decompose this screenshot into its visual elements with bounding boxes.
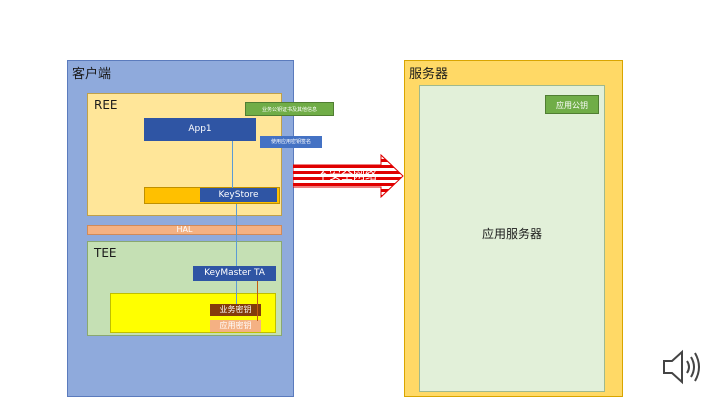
hal-bar: HAL — [87, 225, 282, 235]
keystore-box: KeyStore — [200, 188, 277, 202]
business-key-box: 业务密钥 — [210, 304, 261, 316]
tee-title: TEE — [94, 246, 117, 260]
app-public-key-box: 应用公钥 — [545, 95, 599, 114]
cert-info-box: 业务公钥证书及其他信息 — [245, 102, 334, 116]
app-key-box: 应用密钥 — [210, 320, 261, 332]
ree-title: REE — [94, 98, 118, 112]
insecure-network-arrow — [293, 153, 404, 199]
keymaster-ta-box: KeyMaster TA — [193, 266, 276, 281]
app-server-zone — [419, 85, 605, 392]
app1-box[interactable]: App1 — [144, 118, 256, 141]
connector-keymaster-key — [236, 281, 237, 304]
server-title: 服务器 — [409, 67, 449, 82]
connector-keystore-keymaster — [236, 204, 237, 266]
client-title: 客户端 — [72, 67, 112, 82]
speaker-icon[interactable] — [660, 348, 702, 386]
app-server-label: 应用服务器 — [481, 227, 542, 241]
connector-app-keystore — [232, 141, 233, 188]
connector-appkey — [257, 281, 258, 321]
sign-with-app-key-box: 使用应用密钥签名 — [260, 136, 322, 148]
network-label: 不安全网络 — [316, 168, 377, 182]
